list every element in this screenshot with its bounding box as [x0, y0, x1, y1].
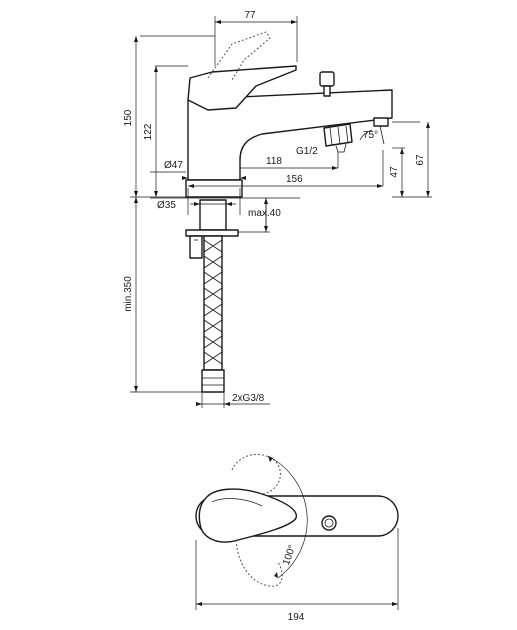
dim-body-diameter: Ø47 [164, 160, 183, 171]
dim-hose-length: min.350 [123, 276, 134, 312]
dim-overall-length: 194 [288, 612, 305, 623]
top-lever-inner [211, 498, 263, 507]
rotation-arc [267, 455, 308, 579]
top-lever [198, 488, 298, 543]
braided-hose [203, 235, 223, 371]
lever-ghost [207, 31, 271, 81]
dim-spout-reach-total: 156 [286, 174, 303, 185]
shower-connection [323, 123, 353, 147]
dim-spout-height: 122 [143, 123, 154, 140]
dim-hose-thread: 2xG3/8 [232, 393, 265, 404]
dim-outlet-height-b: 67 [415, 154, 426, 166]
spout-body [187, 89, 393, 181]
dim-total-height: 150 [123, 109, 134, 126]
dim-lever-width: 77 [244, 10, 256, 21]
hose-braid [203, 239, 223, 365]
dim-diverter-angle: 75° [363, 130, 378, 141]
dim-mounting-hole: Ø35 [157, 200, 176, 211]
lever-handle [187, 65, 297, 111]
diverter-knob [319, 71, 335, 87]
top-diverter-knob [321, 515, 337, 531]
dim-lever-rotation: 100° [281, 544, 298, 567]
dim-spout-reach-connection: 118 [266, 156, 282, 167]
dim-deck-thickness: max.40 [248, 208, 281, 219]
spout-outlet [373, 117, 389, 127]
mounting-shank [199, 199, 227, 231]
dim-diverter-thread: G1/2 [296, 146, 318, 157]
hose-end-nut [201, 369, 225, 393]
top-view [195, 454, 399, 610]
fixing-nut [189, 235, 203, 259]
side-view [130, 16, 432, 408]
base-ring [185, 179, 243, 198]
diverter-stem [323, 85, 331, 97]
dim-outlet-height-a: 47 [389, 166, 400, 178]
lever-rotated-ghost-a [231, 454, 281, 495]
fixing-plate [185, 229, 239, 237]
lever-rotated-ghost-b [235, 539, 283, 587]
